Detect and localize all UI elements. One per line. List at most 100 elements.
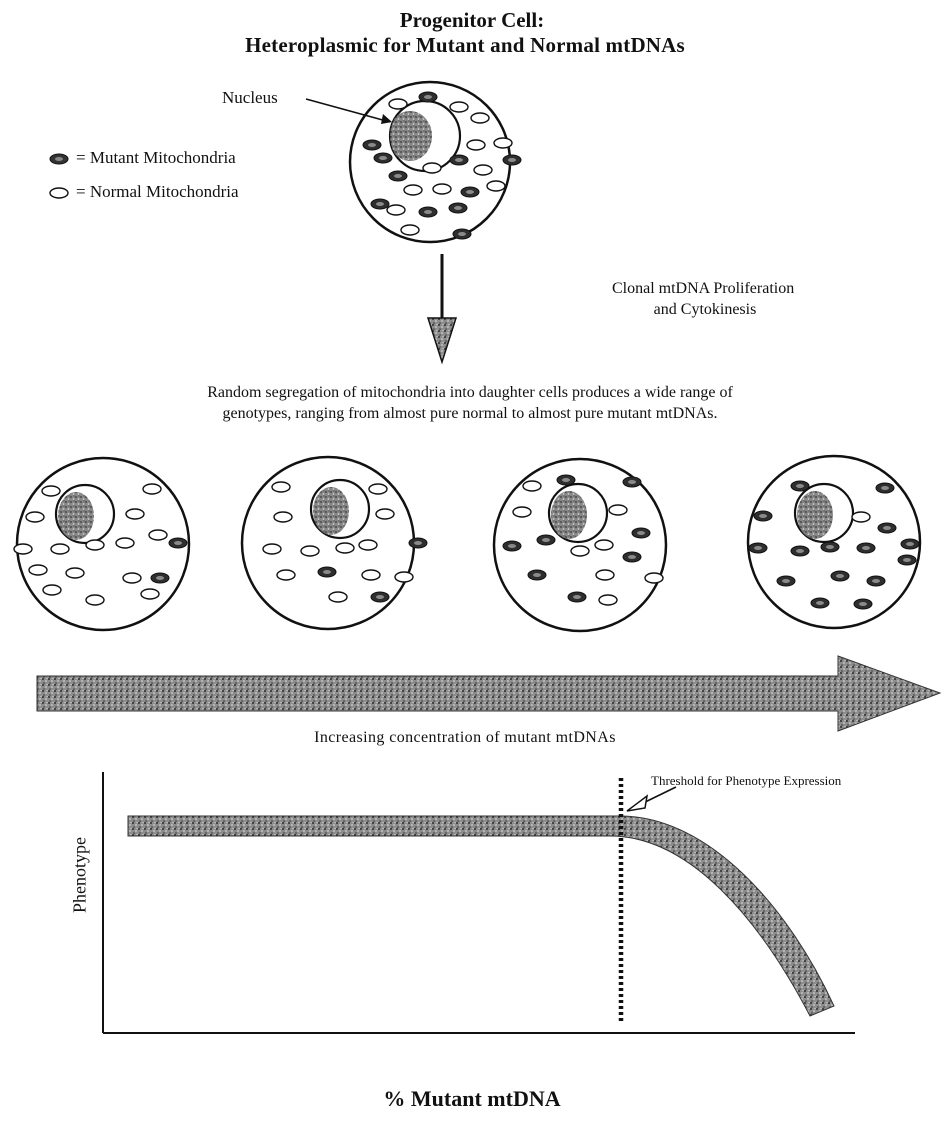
mutant-mitochondrion xyxy=(623,477,641,487)
mutant-mitochondrion xyxy=(318,567,336,577)
normal-mitochondrion xyxy=(423,163,441,173)
mutant-mitochondrion xyxy=(503,155,521,165)
normal-mitochondrion xyxy=(86,540,104,550)
normal-mitochondrion xyxy=(359,540,377,550)
phenotype-chart xyxy=(103,772,855,1033)
normal-mitochondrion xyxy=(571,546,589,556)
threshold-pointer xyxy=(627,787,676,811)
normal-mitochondrion xyxy=(86,595,104,605)
mutant-mitochondrion xyxy=(151,573,169,583)
mutant-mitochondrion xyxy=(419,92,437,102)
normal-mitochondrion xyxy=(369,484,387,494)
normal-mitochondrion xyxy=(450,102,468,112)
normal-mitochondrion xyxy=(143,484,161,494)
mutant-mitochondrion xyxy=(409,538,427,548)
normal-mitochondrion xyxy=(401,225,419,235)
mutant-mitochondrion xyxy=(363,140,381,150)
nucleus-stipple xyxy=(551,491,587,539)
mutant-mitochondrion xyxy=(876,483,894,493)
daughter-cell-3 xyxy=(494,459,666,631)
phenotype-curve xyxy=(128,816,834,1016)
normal-mitochondrion xyxy=(433,184,451,194)
normal-mitochondrion xyxy=(277,570,295,580)
mutant-mitochondrion xyxy=(857,543,875,553)
normal-mitochondrion xyxy=(29,565,47,575)
normal-mitochondrion xyxy=(852,512,870,522)
mutant-mitochondrion xyxy=(461,187,479,197)
daughter-cell-4 xyxy=(748,456,920,628)
normal-mitochondrion xyxy=(274,512,292,522)
down-arrow xyxy=(428,254,456,362)
normal-mitochondrion xyxy=(474,165,492,175)
normal-mitochondrion xyxy=(272,482,290,492)
mutant-mitochondrion xyxy=(568,592,586,602)
mutant-mitochondrion xyxy=(450,155,468,165)
normal-mitochondrion xyxy=(149,530,167,540)
mutant-mitochondrion xyxy=(791,481,809,491)
mutant-mitochondrion xyxy=(449,203,467,213)
normal-mitochondrion xyxy=(376,509,394,519)
normal-mitochondrion xyxy=(51,544,69,554)
normal-mitochondrion xyxy=(609,505,627,515)
mutant-mitochondrion xyxy=(389,171,407,181)
normal-mitochondrion xyxy=(387,205,405,215)
mutant-mitochondrion xyxy=(419,207,437,217)
normal-mitochondrion xyxy=(329,592,347,602)
mutant-mitochondrion xyxy=(749,543,767,553)
normal-mitochondrion xyxy=(26,512,44,522)
mutant-mitochondrion xyxy=(371,199,389,209)
normal-mitochondrion xyxy=(141,589,159,599)
nucleus-stipple xyxy=(58,492,94,540)
mutant-mitochondrion xyxy=(371,592,389,602)
normal-mitochondrion xyxy=(42,486,60,496)
mutant-mitochondrion xyxy=(374,153,392,163)
normal-mitochondrion xyxy=(494,138,512,148)
normal-mitochondrion xyxy=(596,570,614,580)
normal-mitochondrion xyxy=(487,181,505,191)
normal-mitochondrion xyxy=(14,544,32,554)
normal-mitochondrion xyxy=(404,185,422,195)
progenitor-cell xyxy=(306,82,521,242)
normal-mitochondrion xyxy=(66,568,84,578)
mutant-mitochondrion xyxy=(503,541,521,551)
normal-mitochondrion xyxy=(123,573,141,583)
mutant-mitochondrion xyxy=(878,523,896,533)
mutant-mitochondrion xyxy=(854,599,872,609)
mutant-mitochondrion xyxy=(821,542,839,552)
mutant-mitochondrion xyxy=(791,546,809,556)
mutant-mitochondrion xyxy=(831,571,849,581)
mutant-mitochondrion xyxy=(557,475,575,485)
normal-mitochondrion xyxy=(599,595,617,605)
normal-mitochondrion xyxy=(263,544,281,554)
normal-mitochondrion xyxy=(645,573,663,583)
nucleus-stipple xyxy=(313,487,349,535)
mutant-mitochondrion xyxy=(777,576,795,586)
daughter-cell-1 xyxy=(14,458,189,630)
mutant-mitochondrion xyxy=(898,555,916,565)
mutant-mitochondrion xyxy=(537,535,555,545)
mutant-mitochondrion xyxy=(811,598,829,608)
mutant-mitochondrion xyxy=(754,511,772,521)
daughter-cells xyxy=(14,456,920,631)
normal-mitochondrion xyxy=(389,99,407,109)
normal-mitochondrion xyxy=(471,113,489,123)
normal-mitochondrion xyxy=(523,481,541,491)
concentration-gradient-arrow xyxy=(37,656,940,731)
normal-mitochondrion xyxy=(126,509,144,519)
daughter-cell-2 xyxy=(242,457,427,629)
mutant-mitochondrion xyxy=(169,538,187,548)
normal-mitochondrion xyxy=(595,540,613,550)
normal-mitochondrion xyxy=(395,572,413,582)
mutant-mitochondrion xyxy=(867,576,885,586)
normal-mitochondrion xyxy=(301,546,319,556)
mutant-mitochondrion xyxy=(623,552,641,562)
normal-mitochondrion xyxy=(467,140,485,150)
normal-mitochondrion xyxy=(513,507,531,517)
mutant-mitochondrion xyxy=(528,570,546,580)
normal-mitochondrion xyxy=(43,585,61,595)
normal-mitochondrion xyxy=(362,570,380,580)
nucleus-stipple xyxy=(797,491,833,539)
normal-mitochondrion xyxy=(336,543,354,553)
mutant-mitochondrion xyxy=(453,229,471,239)
